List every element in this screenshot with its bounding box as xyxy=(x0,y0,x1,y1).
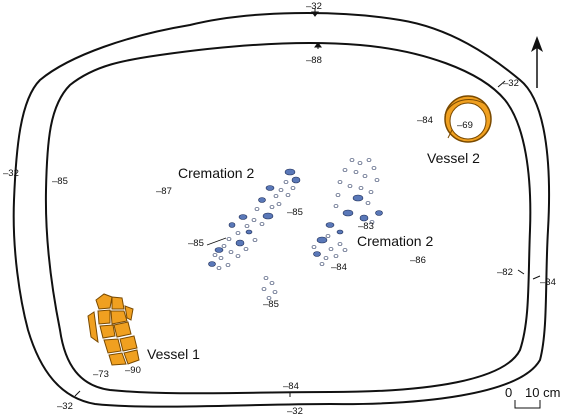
elevation-label: –84 xyxy=(417,115,433,126)
elevation-label: –83 xyxy=(358,221,374,232)
vessel-1-label: Vessel 1 xyxy=(147,346,200,362)
elevation-label: –85 xyxy=(188,238,204,249)
elevation-label: –84 xyxy=(283,381,299,392)
elevation-label: –32 xyxy=(57,401,73,412)
elevation-label: –85 xyxy=(52,176,68,187)
cremation-left-fragments xyxy=(212,180,296,300)
elevation-label: –85 xyxy=(287,207,303,218)
elevation-label: –34 xyxy=(540,277,556,288)
scale-bar-zero: 0 xyxy=(505,385,512,400)
elevation-label: –82 xyxy=(497,267,513,278)
elevation-label: –87 xyxy=(156,186,172,197)
cremation-right-bones xyxy=(313,194,383,257)
elevation-label: –86 xyxy=(410,255,426,266)
elevation-label: –32 xyxy=(503,78,519,89)
cremation-left-pointer xyxy=(206,237,227,246)
elevation-label: –69 xyxy=(457,120,473,131)
elevation-label: –84 xyxy=(331,262,347,273)
scale-bar-label: 10 cm xyxy=(525,385,560,400)
scale-bar xyxy=(514,400,541,409)
vessel-1 xyxy=(87,293,140,366)
vessel-2 xyxy=(444,95,492,143)
elevation-label: –90 xyxy=(125,365,141,376)
elevation-label: –88 xyxy=(306,55,322,66)
elevation-label: –32 xyxy=(3,168,19,179)
elevation-ticks xyxy=(74,8,541,397)
cremation-left-bones xyxy=(208,168,301,267)
outer-pit-outline xyxy=(12,12,551,408)
elevation-label: –73 xyxy=(93,369,109,380)
elevation-label: –32 xyxy=(287,406,303,415)
inner-pit-outline xyxy=(44,42,532,395)
cremation-left-label: Cremation 2 xyxy=(178,165,254,181)
elevation-label: –32 xyxy=(306,1,322,12)
vessel-2-label: Vessel 2 xyxy=(427,150,480,166)
cremation-right-fragments xyxy=(311,158,380,266)
cremation-right-label: Cremation 2 xyxy=(357,233,433,249)
elevation-label: –85 xyxy=(263,299,279,310)
north-arrow-icon xyxy=(531,36,543,88)
